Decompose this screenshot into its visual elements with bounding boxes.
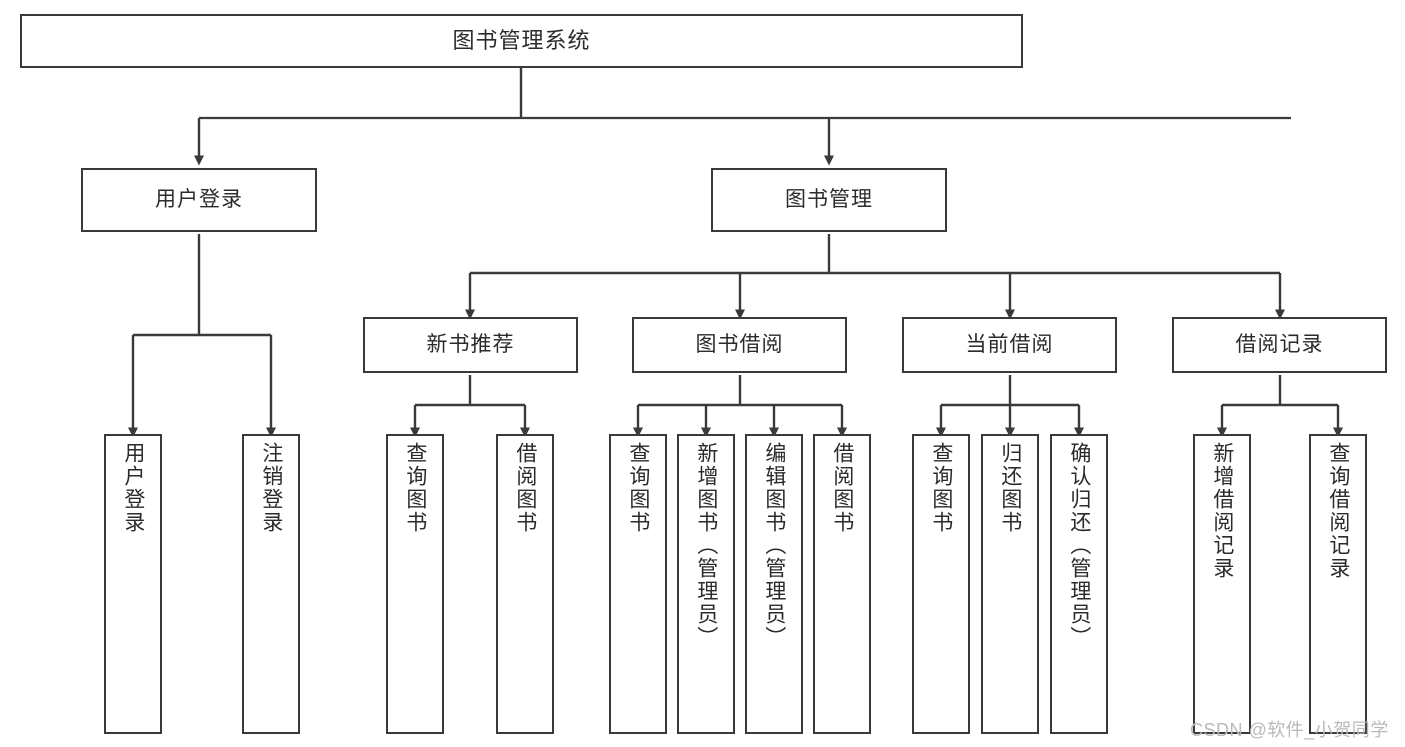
node-label: 新增借阅记录	[1210, 442, 1234, 580]
node-leaf-logout[interactable]: 注销登录	[242, 434, 300, 734]
node-label: 借阅图书	[513, 442, 537, 534]
node-leaf-query-borrow-record[interactable]: 查询借阅记录	[1309, 434, 1367, 734]
node-leaf-edit-book-admin[interactable]: 编辑图书（管理员）	[745, 434, 803, 734]
node-leaf-query-book-borrow[interactable]: 查询图书	[609, 434, 667, 734]
node-leaf-borrow-book[interactable]: 借阅图书	[813, 434, 871, 734]
node-label: 新书推荐	[426, 332, 515, 356]
node-label: 借阅图书	[830, 442, 854, 534]
node-label: 新增图书（管理员）	[694, 442, 718, 649]
node-new-book-recommend[interactable]: 新书推荐	[363, 317, 578, 373]
node-label: 注销登录	[259, 442, 283, 534]
node-label: 查询借阅记录	[1326, 442, 1350, 580]
node-leaf-user-login[interactable]: 用户登录	[104, 434, 162, 734]
node-label: 编辑图书（管理员）	[762, 442, 786, 649]
node-label: 用户登录	[155, 187, 243, 211]
node-leaf-query-book-recommend[interactable]: 查询图书	[386, 434, 444, 734]
node-user-login[interactable]: 用户登录	[81, 168, 317, 232]
node-leaf-confirm-return-admin[interactable]: 确认归还（管理员）	[1050, 434, 1108, 734]
node-label: 图书管理	[785, 187, 873, 211]
node-borrow-record[interactable]: 借阅记录	[1172, 317, 1387, 373]
node-label: 当前借阅	[965, 332, 1054, 356]
node-leaf-add-book-admin[interactable]: 新增图书（管理员）	[677, 434, 735, 734]
node-leaf-query-book-current[interactable]: 查询图书	[912, 434, 970, 734]
node-label: 借阅记录	[1235, 332, 1324, 356]
node-label: 图书管理系统	[452, 28, 591, 54]
node-leaf-borrow-book-recommend[interactable]: 借阅图书	[496, 434, 554, 734]
node-current-borrow[interactable]: 当前借阅	[902, 317, 1117, 373]
node-label: 查询图书	[626, 442, 650, 534]
node-label: 用户登录	[121, 442, 145, 534]
node-root-system[interactable]: 图书管理系统	[20, 14, 1023, 68]
csdn-watermark: CSDN @软件_小贺同学	[1190, 720, 1389, 740]
node-label: 查询图书	[403, 442, 427, 534]
node-book-borrow[interactable]: 图书借阅	[632, 317, 847, 373]
node-leaf-add-borrow-record[interactable]: 新增借阅记录	[1193, 434, 1251, 734]
node-label: 图书借阅	[695, 332, 784, 356]
node-label: 归还图书	[998, 442, 1022, 534]
node-book-management[interactable]: 图书管理	[711, 168, 947, 232]
node-label: 确认归还（管理员）	[1067, 442, 1091, 649]
node-label: 查询图书	[929, 442, 953, 534]
node-leaf-return-book[interactable]: 归还图书	[981, 434, 1039, 734]
